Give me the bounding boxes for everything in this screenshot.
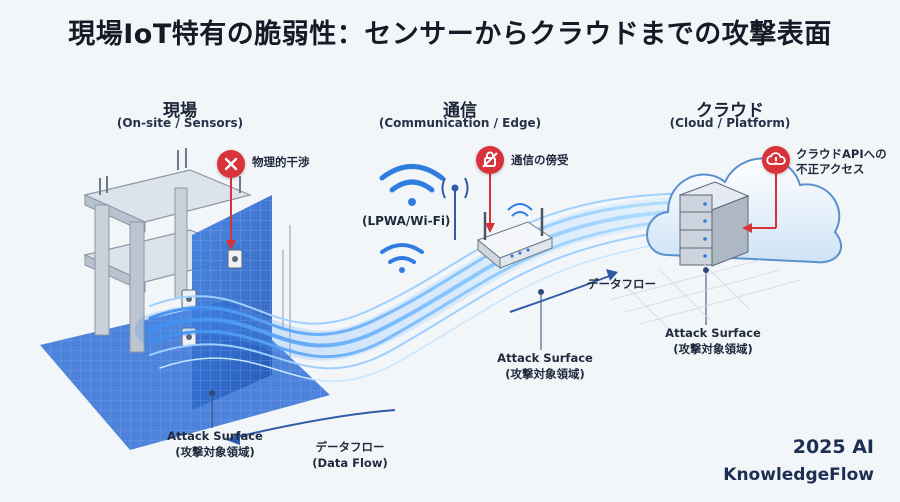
cloud-access-alert-icon bbox=[762, 146, 790, 174]
data-flow-upper-label: データフロー bbox=[587, 277, 656, 291]
zone-onsite-sub: (On-site / Sensors) bbox=[116, 116, 244, 130]
server-rack bbox=[678, 181, 750, 267]
brand-year: 2025 AI bbox=[792, 436, 874, 458]
attack-surface-pointers bbox=[209, 267, 709, 428]
threat-cloud-access-label: クラウドAPIへの 不正アクセス bbox=[796, 147, 887, 177]
threat-pointer-lines bbox=[226, 172, 777, 250]
floor-grid-lines bbox=[609, 259, 801, 331]
physical-interference-alert-icon bbox=[217, 150, 245, 178]
data-flow-lower-jp: データフロー bbox=[315, 440, 385, 454]
attack-surface-onsite-en: Attack Surface bbox=[167, 429, 263, 443]
threat-cloud-access-line2: 不正アクセス bbox=[796, 161, 865, 176]
threat-physical-label: 物理的干渉 bbox=[252, 155, 310, 169]
attack-surface-onsite-jp: (攻撃対象領域) bbox=[175, 444, 255, 459]
data-flow-lower-en: (Data Flow) bbox=[312, 455, 388, 470]
intercept-alert-icon bbox=[476, 146, 504, 174]
threat-intercept-label: 通信の傍受 bbox=[511, 153, 569, 167]
antenna-icon bbox=[441, 177, 469, 240]
building-structure bbox=[83, 148, 252, 353]
zone-onsite-title: 現場 bbox=[163, 101, 197, 121]
attack-surface-cloud-jp: (攻撃対象領域) bbox=[673, 341, 753, 356]
data-flow-arrows bbox=[226, 269, 618, 445]
threat-cloud-access-line1: クラウドAPIへの bbox=[796, 147, 887, 161]
attack-surface-comm-en: Attack Surface bbox=[497, 351, 593, 365]
brand-name: KnowledgeFlow bbox=[723, 465, 874, 485]
zone-comm-title: 通信 bbox=[443, 101, 477, 121]
attack-surface-comm: Attack Surface (攻撃対象領域) bbox=[485, 351, 605, 382]
attack-surface-cloud: Attack Surface (攻撃対象領域) bbox=[653, 326, 773, 357]
zone-cloud-title: クラウド bbox=[696, 101, 764, 121]
attack-surface-cloud-en: Attack Surface bbox=[665, 326, 761, 340]
blueprint-panel bbox=[192, 195, 291, 410]
attack-surface-onsite: Attack Surface (攻撃対象領域) bbox=[155, 429, 275, 460]
data-flow-lower-label: データフロー (Data Flow) bbox=[300, 440, 400, 471]
attack-surface-comm-jp: (攻撃対象領域) bbox=[505, 366, 585, 381]
edge-router bbox=[477, 203, 554, 270]
zone-comm-sub: (Communication / Edge) bbox=[378, 116, 542, 130]
wifi-icon bbox=[379, 164, 445, 273]
network-type-label: (LPWA/Wi-Fi) bbox=[362, 214, 451, 228]
page-title: 現場IoT特有の脆弱性：センサーからクラウドまでの攻撃表面 bbox=[68, 19, 832, 50]
zone-cloud-sub: (Cloud / Platform) bbox=[669, 116, 791, 130]
